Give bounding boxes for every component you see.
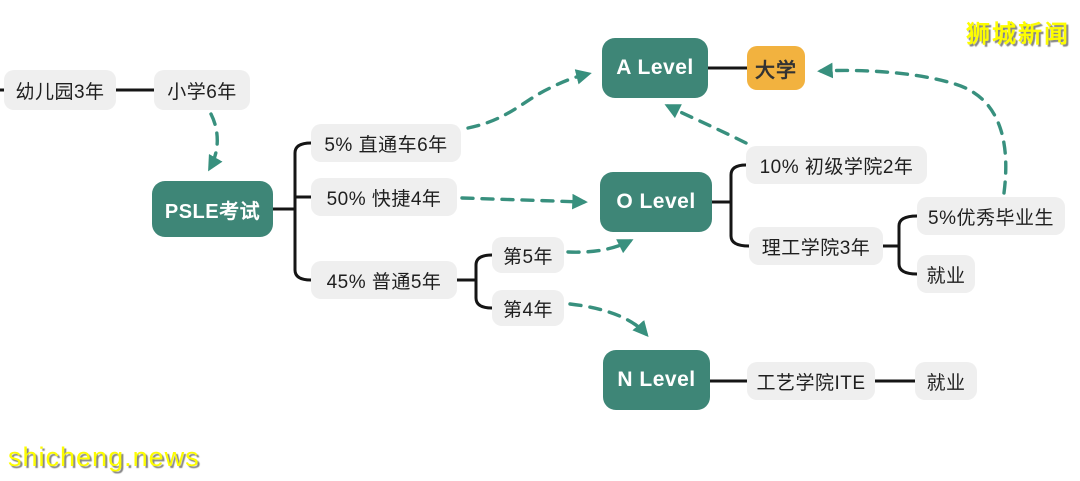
- node-n-level: N Level: [603, 350, 710, 410]
- arrow-year5-olevel: [566, 239, 634, 254]
- node-psle-exam: PSLE考试: [152, 181, 273, 237]
- arrow-primary-psle: [208, 112, 223, 172]
- node-kindergarten: 幼儿园3年: [4, 70, 116, 110]
- node-primary-school: 小学6年: [154, 70, 250, 110]
- node-year5: 第5年: [492, 237, 564, 273]
- arrow-topgrads-university: [817, 62, 1008, 195]
- node-a-level: A Level: [602, 38, 708, 98]
- edge-olevel-bracket: [729, 163, 751, 248]
- node-polytechnic: 理工学院3年: [749, 227, 883, 265]
- node-year4: 第4年: [492, 290, 564, 326]
- node-ite: 工艺学院ITE: [747, 362, 875, 400]
- watermark-site: shicheng.news: [8, 442, 200, 472]
- arrow-jc-alevel: [664, 104, 748, 145]
- watermark-brand: 狮城新闻: [966, 21, 1070, 48]
- node-normal-stream: 45% 普通5年: [311, 261, 457, 299]
- edge-poly-bracket: [897, 214, 919, 276]
- node-top-graduates: 5%优秀毕业生: [917, 197, 1065, 235]
- dashed-arrows: [208, 62, 1008, 337]
- node-through-train: 5% 直通车6年: [311, 124, 461, 162]
- solid-connectors: [0, 66, 919, 383]
- edge-normal-bracket: [474, 253, 494, 310]
- arrow-express-olevel: [460, 193, 588, 210]
- node-university: 大学: [747, 46, 805, 90]
- node-express-stream: 50% 快捷4年: [311, 178, 457, 216]
- node-employment-ite: 就业: [915, 362, 977, 400]
- node-o-level: O Level: [600, 172, 712, 232]
- node-junior-college: 10% 初级学院2年: [746, 146, 927, 184]
- node-employment-poly: 就业: [917, 255, 975, 293]
- edge-psle-bracket: [293, 141, 313, 282]
- arrow-through-alevel: [466, 69, 592, 130]
- arrow-year4-nlevel: [568, 302, 649, 337]
